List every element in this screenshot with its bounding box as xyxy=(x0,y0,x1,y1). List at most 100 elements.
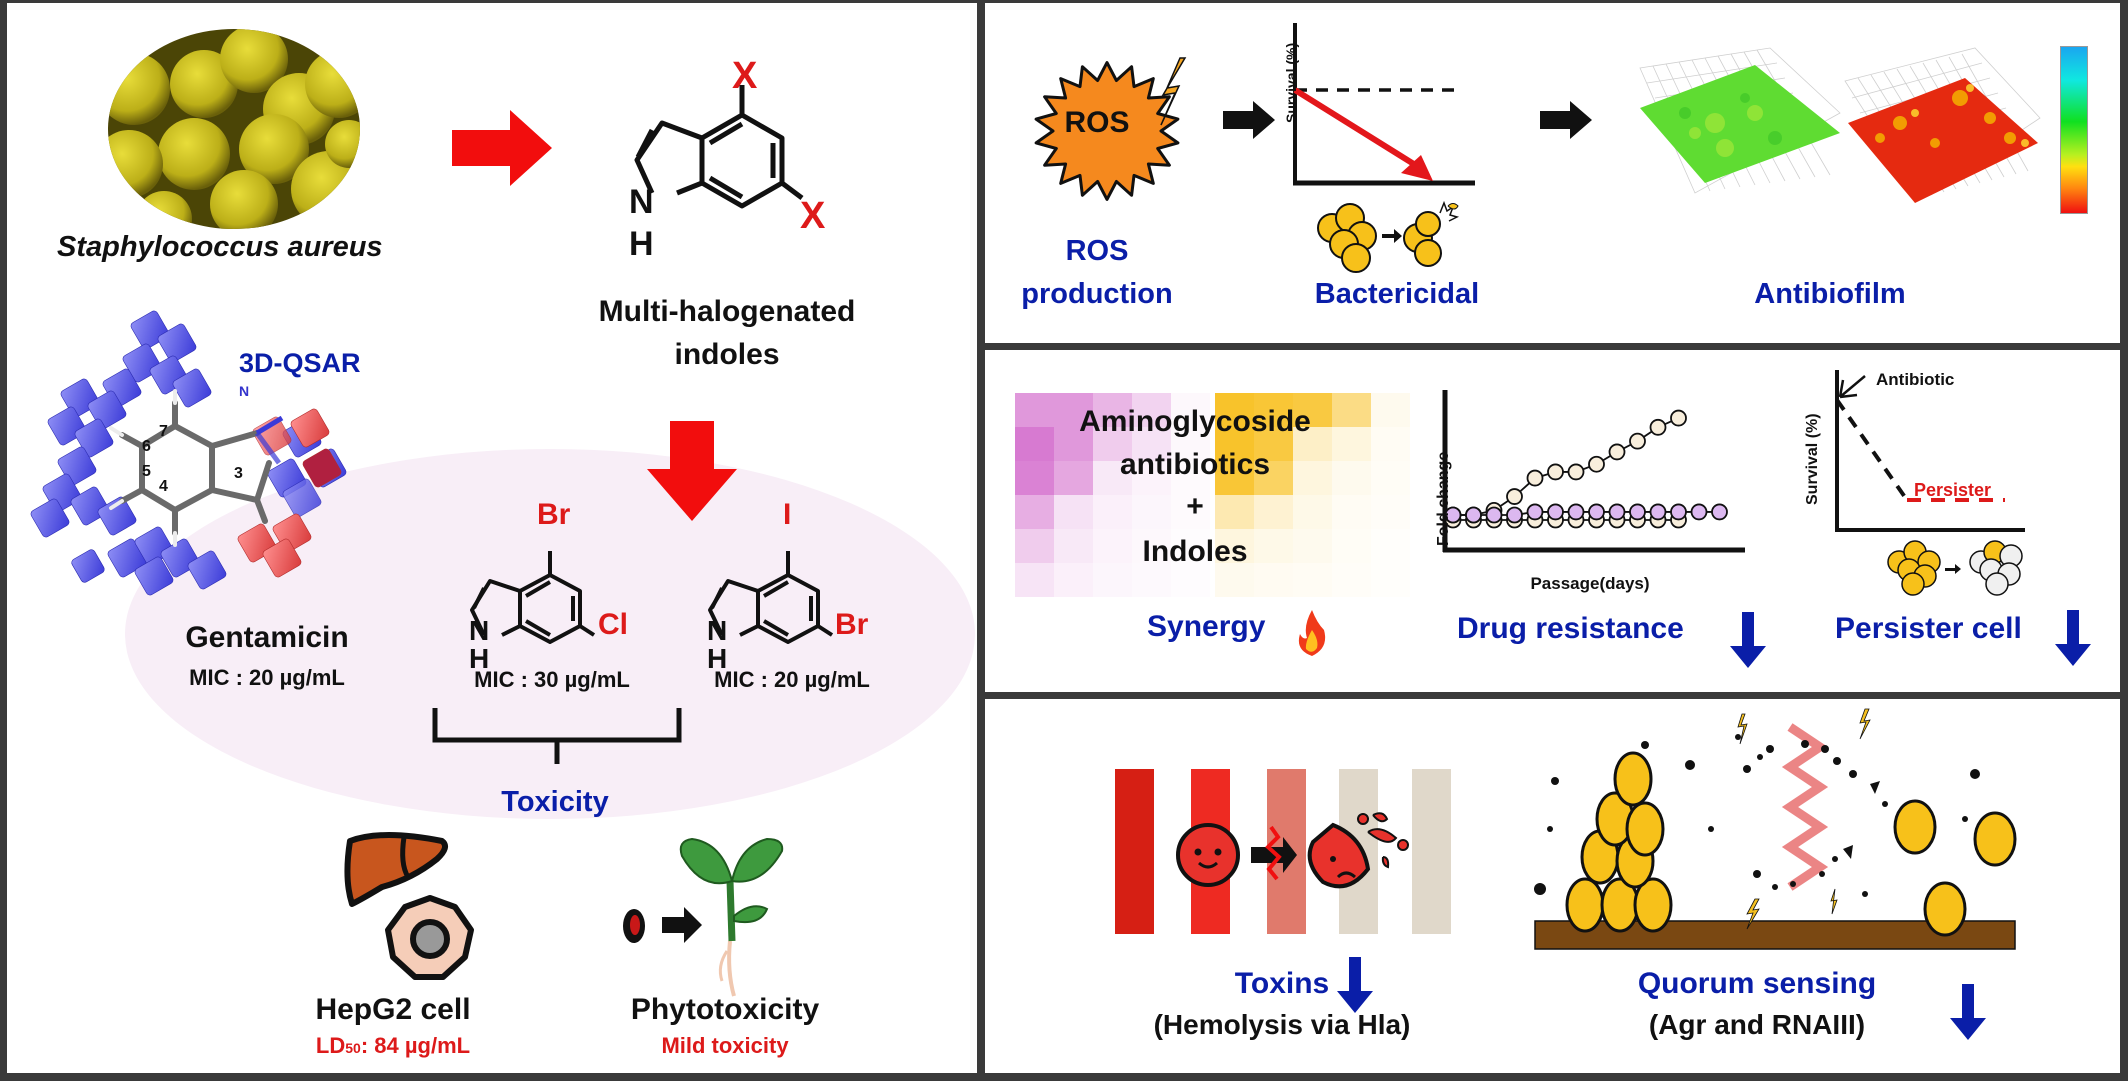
compound-class-label-line2: indoles xyxy=(674,338,780,371)
treated-line xyxy=(1293,87,1427,174)
heatmap-cell xyxy=(1332,563,1371,597)
survival-axis-label: Survival (%) xyxy=(1283,42,1299,123)
blue-arrow-down-icon xyxy=(2055,610,2091,666)
qsar-atom-5: 5 xyxy=(142,463,151,480)
heatmap-cell xyxy=(1371,461,1410,495)
heatmap-cell xyxy=(1371,563,1410,597)
heatmap-cell xyxy=(1093,427,1132,461)
resistance-x-label: Passage(days) xyxy=(1530,574,1650,593)
antibiotic-pointer xyxy=(1838,375,1866,399)
reference-drug-mic: MIC : 20 µg/mL xyxy=(189,665,345,690)
heatmap-cell xyxy=(1215,563,1254,597)
3d-qsar-model xyxy=(30,310,347,596)
substituent-x-top: X xyxy=(732,55,758,97)
ld-prefix: LD xyxy=(315,1033,346,1058)
hepg2-cell-icon xyxy=(385,895,474,980)
heatmap-cell xyxy=(1215,393,1254,427)
heatmap-cell xyxy=(1132,393,1171,427)
heatmap-cell xyxy=(1293,563,1332,597)
data-point xyxy=(1711,503,1728,521)
heatmap-cell xyxy=(1054,461,1093,495)
red-blood-cell-lysis-icon xyxy=(1176,812,1409,889)
compound-1-sub-right: Cl xyxy=(598,608,628,641)
compound-2-sub-right: Br xyxy=(835,608,869,641)
heatmap-cell xyxy=(1093,529,1132,563)
data-point xyxy=(1526,469,1544,487)
heatmap-cell xyxy=(1332,495,1371,529)
ros-label-line1: ROS xyxy=(1065,235,1129,267)
qsar-atom-4: 4 xyxy=(159,478,168,495)
ros-burst-icon xyxy=(1034,57,1187,201)
hepg2-ld50: LD50: 84 µg/mL xyxy=(316,1033,470,1059)
data-point xyxy=(1444,506,1462,524)
data-point xyxy=(1567,463,1585,481)
heatmap-cell xyxy=(1015,393,1054,427)
ld-subscript: 50 xyxy=(345,1040,361,1056)
toxicity-label: Toxicity xyxy=(501,786,609,818)
heatmap-cell xyxy=(1132,529,1171,563)
synergy-text-line3: + xyxy=(1186,490,1204,523)
heatmap-cell xyxy=(1054,529,1093,563)
data-point xyxy=(1526,503,1544,521)
data-point xyxy=(1670,409,1687,427)
toxicity-bracket xyxy=(432,708,682,764)
bactericidal-label: Bactericidal xyxy=(1314,278,1480,310)
top-right-panel: ROS Survival (%) xyxy=(985,3,2120,343)
heatmap-cell xyxy=(1054,393,1093,427)
heatmap-cell xyxy=(1293,495,1332,529)
heatmap-cell xyxy=(1371,495,1410,529)
compound-class-label-line1: Multi-halogenated xyxy=(598,295,856,328)
biofilm-control-surface xyxy=(1639,47,1841,194)
qsar-atom-7: 7 xyxy=(159,423,168,440)
ros-badge-text: ROS xyxy=(1064,106,1130,139)
heatmap-cell xyxy=(1254,461,1293,495)
data-point xyxy=(1506,506,1523,524)
heatmap-cell xyxy=(1293,427,1332,461)
biofilm-color-scale xyxy=(2060,46,2088,214)
reference-drug-name: Gentamicin xyxy=(185,621,349,654)
data-point xyxy=(1690,503,1708,521)
bottom-right-panel: Toxins (Hemolysis via Hla) xyxy=(985,699,2120,1073)
heatmap-cell xyxy=(1132,563,1171,597)
persister-cell-label: Persister cell xyxy=(1835,612,2022,645)
compound-1-h: H xyxy=(469,643,490,674)
drug-resistance-label: Drug resistance xyxy=(1457,612,1684,645)
heatmap-cell xyxy=(1132,427,1171,461)
data-point xyxy=(1629,432,1646,450)
data-point xyxy=(1485,506,1503,524)
synergy-text-line4: Indoles xyxy=(1142,535,1248,568)
indole-n-label: N xyxy=(629,183,654,221)
data-point xyxy=(1465,506,1482,524)
toxins-label: Toxins xyxy=(1234,967,1330,1000)
phytotoxicity-title: Phytotoxicity xyxy=(630,993,820,1026)
data-point xyxy=(1629,503,1646,521)
synergy-heatmap xyxy=(1015,393,1410,597)
heatmap-cell xyxy=(1054,563,1093,597)
data-point xyxy=(1547,463,1564,481)
persister-curve-label: Persister xyxy=(1914,480,1992,500)
data-point xyxy=(1567,503,1585,521)
treated-arrowhead xyxy=(1401,155,1433,181)
bacteria-lysis-icon xyxy=(1317,200,1460,273)
compound-2-n: N xyxy=(707,615,728,646)
heatmap-cell xyxy=(1293,529,1332,563)
data-point xyxy=(1608,443,1626,461)
black-arrow-icon xyxy=(1223,101,1275,139)
data-point xyxy=(1608,503,1626,521)
heatmap-cell xyxy=(1093,461,1132,495)
quorum-sensing-illustration xyxy=(1534,708,2017,950)
compound-1-sub-top: Br xyxy=(537,498,571,531)
heatmap-cell xyxy=(1254,495,1293,529)
data-point xyxy=(1588,455,1605,473)
compound-1-structure xyxy=(470,551,596,644)
resistance-y-label: Fold change xyxy=(1435,451,1452,546)
heatmap-cell xyxy=(1332,393,1371,427)
compound-2-mic: MIC : 20 µg/mL xyxy=(714,667,870,692)
left-panel: Staphylococcus aureus X X N H Multi-halo… xyxy=(7,3,977,1073)
organism-label: Staphylococcus aureus xyxy=(57,231,383,263)
blue-arrow-down-icon xyxy=(1730,612,1766,668)
ld-value: : 84 µg/mL xyxy=(360,1033,471,1058)
data-point xyxy=(1649,503,1667,521)
heatmap-cell xyxy=(1015,427,1054,461)
heatmap-cell xyxy=(1093,495,1132,529)
